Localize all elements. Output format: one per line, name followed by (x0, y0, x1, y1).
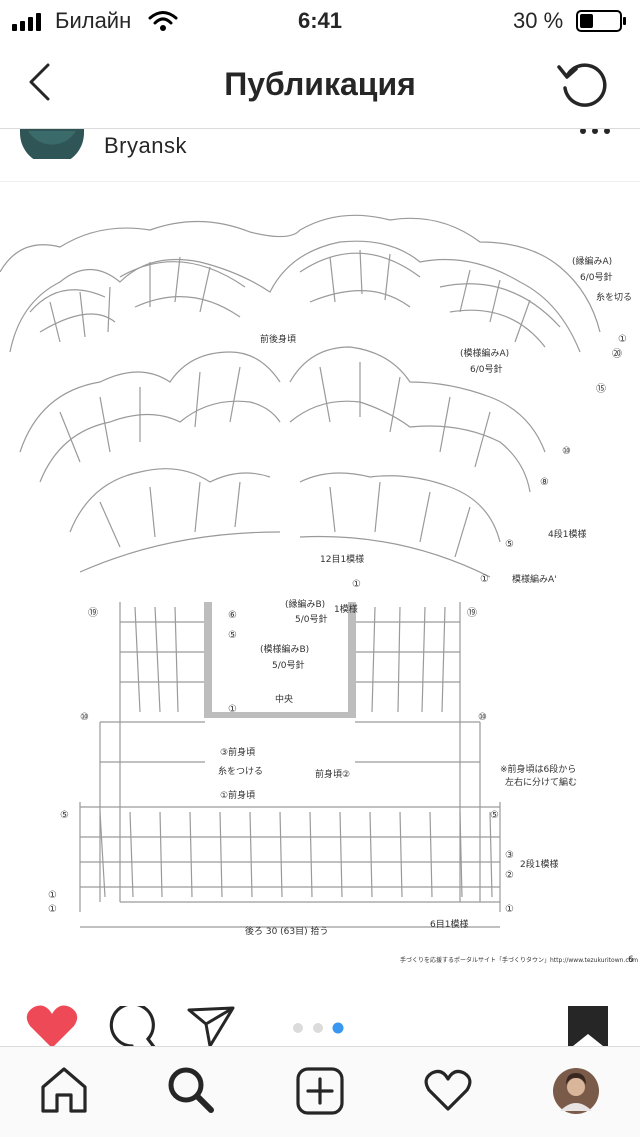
carousel-dot (293, 1023, 303, 1033)
label-cut-yarn: 糸を切る (596, 291, 632, 303)
heart-filled-icon[interactable] (26, 1004, 78, 1048)
row-marker-10: ⑩ (562, 446, 571, 457)
comment-icon[interactable] (106, 1006, 158, 1048)
label-repeat-12: 12目1模様 (320, 553, 364, 565)
back-arrow-icon[interactable] (26, 62, 52, 102)
row-marker-5d: ⑤ (490, 810, 499, 821)
row-marker-1c: ① (228, 704, 237, 715)
more-options-icon[interactable] (578, 129, 612, 135)
row-marker-15: ⑮ (596, 383, 606, 395)
label-edge-a: (縁編みA) (572, 255, 612, 267)
row-marker-20: ⑳ (612, 348, 622, 360)
label-attach-yarn: 糸をつける (218, 765, 263, 777)
row-marker-1d: ① (48, 890, 57, 901)
row-marker-5: ⑤ (505, 539, 514, 550)
home-icon[interactable] (40, 1067, 88, 1113)
row-marker-19: ⑲ (88, 607, 98, 619)
label-back-pickup: 後ろ 30 (63目) 拾う (245, 925, 329, 937)
label-pattern-a-right: (模様編みA) (460, 347, 509, 359)
bookmark-icon[interactable] (566, 1006, 610, 1050)
row-marker-2: ② (505, 870, 514, 881)
label-repeat-6: 6目1模様 (430, 918, 468, 930)
label-edge-b: (縁編みB) (285, 598, 325, 610)
label-note-1: ※前身頃は6段から (500, 763, 576, 775)
label-one-pattern: 1模様 (334, 603, 358, 615)
label-page-number: 6 (628, 955, 634, 965)
clock: 6:41 (297, 8, 343, 33)
profile-avatar[interactable] (552, 1067, 600, 1115)
signal-icon (12, 13, 41, 31)
label-front-1: ①前身頃 (220, 789, 255, 801)
share-icon[interactable] (186, 1004, 236, 1048)
carousel-dot-active (332, 1022, 344, 1034)
status-bar: Билайн 6:41 30 % (0, 0, 640, 40)
row-marker-10c: ⑩ (478, 712, 487, 723)
row-marker-1f: ① (505, 904, 514, 915)
row-marker-8: ⑧ (540, 477, 549, 488)
battery-percent: 30 % (513, 8, 564, 33)
refresh-icon[interactable] (556, 58, 610, 108)
row-marker-1: ① (618, 334, 627, 345)
label-hook-50-b: 5/0号針 (295, 613, 328, 625)
post-location[interactable]: Bryansk (104, 133, 187, 158)
post-action-bar (0, 982, 640, 1050)
page-title: Публикация (224, 66, 416, 102)
search-icon[interactable] (166, 1065, 216, 1115)
label-hook-60-edge: 6/0号針 (580, 271, 613, 283)
label-front-back-collar: 前後身頃 (260, 333, 296, 345)
post-image[interactable]: 前後身頃 (模様編みA) 6/0号針 (縁編みA) 6/0号針 糸を切る 4段1… (0, 182, 640, 982)
row-marker-19b: ⑲ (467, 607, 477, 619)
row-marker-6: ⑥ (228, 610, 237, 621)
tab-bar (0, 1046, 640, 1137)
row-marker-3: ③ (505, 850, 514, 861)
label-footer-credit: 手づくりを応援するポータルサイト「手づくりタウン」http://www.tezu… (400, 956, 638, 964)
label-front-2: 前身頃② (315, 768, 350, 780)
row-marker-10b: ⑩ (80, 712, 89, 723)
label-hook-50: 5/0号針 (272, 659, 305, 671)
carrier-name: Билайн (55, 8, 132, 33)
row-marker-1b: ① (480, 574, 489, 585)
label-two-rows: 2段1模様 (520, 858, 558, 870)
row-marker-1e: ① (48, 904, 57, 915)
carousel-indicator (293, 1022, 344, 1034)
label-pattern-a-prime: 模様編みA' (512, 573, 557, 585)
label-hook-60-a: 6/0号針 (470, 363, 503, 375)
row-marker-5c: ⑤ (60, 810, 69, 821)
label-note-2: 左右に分けて編む (505, 776, 577, 788)
nav-bar: Публикация (0, 40, 640, 129)
label-center: 中央 (275, 693, 293, 705)
carousel-dot (313, 1023, 323, 1033)
label-front-3: ③前身頃 (220, 746, 255, 758)
row-marker-1g: ① (352, 579, 361, 590)
label-row-pattern: 4段1模様 (548, 528, 586, 540)
wifi-icon (148, 11, 178, 31)
battery-icon (576, 10, 626, 32)
new-post-icon[interactable] (296, 1067, 344, 1115)
row-marker-5b: ⑤ (228, 630, 237, 641)
crochet-diagram: 前後身頃 (模様編みA) 6/0号針 (縁編みA) 6/0号針 糸を切る 4段1… (0, 214, 638, 965)
activity-heart-icon[interactable] (424, 1069, 472, 1111)
label-pattern-b: (模様編みB) (260, 643, 309, 655)
avatar[interactable] (20, 129, 84, 159)
post-header: Bryansk (0, 129, 640, 182)
